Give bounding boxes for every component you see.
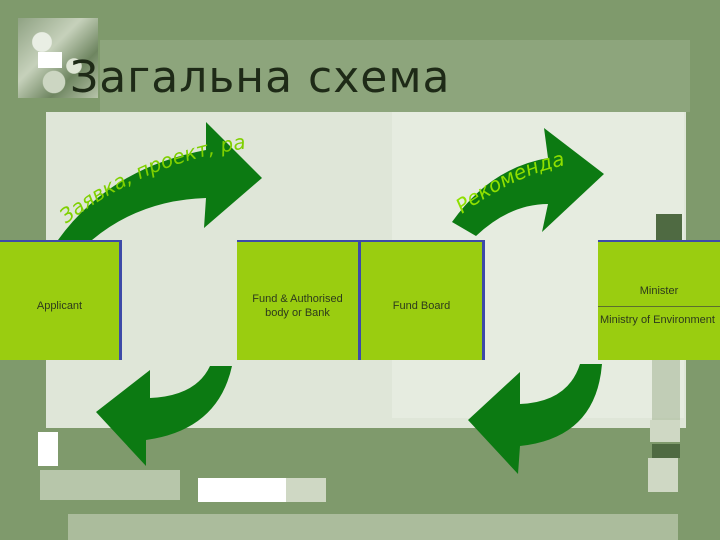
decorative-block bbox=[38, 432, 58, 466]
node-divider bbox=[598, 306, 720, 307]
decorative-block bbox=[652, 350, 680, 420]
decorative-block bbox=[40, 470, 180, 500]
arrow-fund-to-applicant bbox=[96, 366, 232, 466]
slide-title: Загальна схема bbox=[70, 52, 451, 103]
arrow-label-recommendation: Рекомендація bbox=[0, 0, 567, 218]
arrow-applicant-to-fund bbox=[58, 122, 262, 240]
decorative-block bbox=[652, 444, 680, 458]
decorative-block bbox=[286, 478, 326, 502]
decorative-block bbox=[100, 40, 690, 112]
decorative-block bbox=[650, 420, 680, 442]
node-label-ministry: Ministry of Environment bbox=[600, 314, 715, 326]
decorative-block bbox=[648, 458, 678, 492]
node-label-fund: Fund & Authorised body or Bank bbox=[252, 293, 343, 320]
decorative-block bbox=[198, 478, 286, 502]
node-label-minister: Minister bbox=[639, 285, 679, 297]
decorative-block bbox=[68, 514, 678, 540]
arrow-minister-to-board bbox=[468, 364, 602, 474]
node-label-fund-board: Fund Board bbox=[392, 300, 451, 312]
node-applicant: Applicant bbox=[0, 240, 122, 360]
node-minister: Minister Ministry of Environment bbox=[598, 240, 720, 360]
decorative-block bbox=[38, 52, 62, 68]
node-fund-board: Fund Board bbox=[361, 240, 485, 360]
arrow-fund-to-board bbox=[452, 128, 604, 236]
decorative-block bbox=[656, 214, 682, 240]
node-label-applicant: Applicant bbox=[36, 300, 83, 312]
node-fund: Fund & Authorised body or Bank bbox=[237, 240, 361, 360]
